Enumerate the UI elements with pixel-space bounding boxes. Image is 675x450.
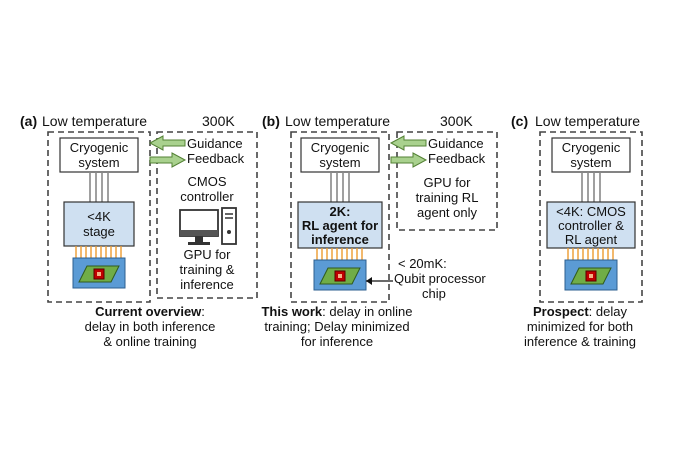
panel-b-caption-rest: : delay in online xyxy=(322,304,412,319)
panel-b-caption-line3: for inference xyxy=(301,334,373,349)
panel-a-cryogenic-line2: system xyxy=(78,155,119,170)
panel-b-room-temp-region xyxy=(396,131,498,231)
panel-a-gpu-line3: inference xyxy=(180,277,233,292)
panel-b-stage-line2: RL agent for xyxy=(302,218,378,233)
panel-a-stage-line2: stage xyxy=(83,224,115,239)
panel-b-caption-line2: training; Delay minimized xyxy=(264,319,409,334)
panel-a-low-temp-label: Low temperature xyxy=(42,113,147,129)
panel-a-wire-bundle xyxy=(89,171,109,203)
panel-a-cryogenic-line1: Cryogenic xyxy=(70,140,129,155)
panel-b-temp-label: < 20mK: xyxy=(398,256,447,271)
panel-b-gpu-line2: training RL xyxy=(416,190,479,205)
panel-c-caption-bold: Prospect xyxy=(533,304,589,319)
panel-b-gpu-line3: agent only xyxy=(417,205,477,220)
panel-a-chip-wires xyxy=(75,245,122,259)
panel-b-cryogenic-line1: Cryogenic xyxy=(311,140,370,155)
panel-a-cryogenic-box xyxy=(59,137,139,173)
panel-b-chip xyxy=(313,259,367,291)
panel-b-chip-label-line1: Qubit processor xyxy=(394,271,486,286)
panel-b-stage-line3: inference xyxy=(311,232,369,247)
panel-c-wire-bundle xyxy=(581,171,601,203)
panel-c-low-temp-region xyxy=(539,131,643,303)
panel-c-letter: (c) xyxy=(511,113,528,129)
panel-c-stage-line3: RL agent xyxy=(565,232,618,247)
panel-a-guidance-label: Guidance xyxy=(187,136,243,151)
panel-b-chip-pointer-head xyxy=(366,277,372,285)
panel-b-feedback-arrow xyxy=(390,152,428,168)
panel-b-room-temp-label: 300K xyxy=(440,113,473,129)
panel-c-caption-rest: : delay xyxy=(589,304,628,319)
panel-c-cryogenic-line1: Cryogenic xyxy=(562,140,621,155)
panel-b-chip-wires xyxy=(316,247,363,261)
panel-b-gpu-line1: GPU for xyxy=(424,175,472,190)
panel-c-stage-line1: <4K: CMOS xyxy=(556,204,626,219)
panel-b-letter: (b) xyxy=(262,113,280,129)
panel-c: (c) Low temperature Cryogenic system <4K… xyxy=(511,113,643,349)
panel-b-cryogenic-box xyxy=(300,137,380,173)
computer-icon xyxy=(179,207,237,245)
panel-a-feedback-arrow xyxy=(149,152,187,168)
panel-c-stage-box xyxy=(546,201,636,249)
panel-a-caption-line1: Current overview: xyxy=(95,304,205,319)
panel-b-caption-bold: This work xyxy=(261,304,322,319)
panel-c-chip xyxy=(564,259,618,291)
panel-c-cryogenic-line2: system xyxy=(570,155,611,170)
panel-a: (a) Low temperature 300K Cryogenic syste… xyxy=(20,113,258,349)
panel-a-caption-bold: Current overview xyxy=(95,304,202,319)
panel-a-caption-rest: : xyxy=(201,304,205,319)
panel-c-stage-line2: controller & xyxy=(558,218,624,233)
panel-b-cryogenic-line2: system xyxy=(319,155,360,170)
panel-b-caption-line1: This work: delay in online xyxy=(261,304,412,319)
panel-c-low-temp-label: Low temperature xyxy=(535,113,640,129)
panel-b-low-temp-label: Low temperature xyxy=(285,113,390,129)
panel-a-letter: (a) xyxy=(20,113,37,129)
panel-b-stage-box xyxy=(297,201,383,249)
panel-a-feedback-label: Feedback xyxy=(187,151,245,166)
panel-a-low-temp-region xyxy=(47,131,151,303)
panel-a-caption-line2: delay in both inference xyxy=(85,319,216,334)
panel-a-controller-line2: controller xyxy=(180,189,234,204)
panel-c-chip-wires xyxy=(567,247,614,261)
panel-c-caption-line2: minimized for both xyxy=(527,319,633,334)
panel-a-caption-line3: & online training xyxy=(103,334,196,349)
panel-a-gpu-line2: training & xyxy=(180,262,235,277)
panel-b-low-temp-region xyxy=(290,131,390,303)
panel-b: (b) Low temperature 300K Cryogenic syste… xyxy=(261,113,498,349)
panel-a-gpu-line1: GPU for xyxy=(184,247,232,262)
panel-c-caption-line1: Prospect: delay xyxy=(533,304,627,319)
panel-a-stage-line1: <4K xyxy=(87,209,111,224)
panel-b-feedback-label: Feedback xyxy=(428,151,486,166)
panel-b-wire-bundle xyxy=(330,171,350,203)
panel-b-guidance-label: Guidance xyxy=(428,136,484,151)
panel-a-chip xyxy=(72,257,126,289)
panel-b-chip-label-line2: chip xyxy=(422,286,446,301)
panel-a-room-temp-region xyxy=(156,131,258,299)
panel-b-stage-line1: 2K: xyxy=(330,204,351,219)
panel-b-guidance-arrow xyxy=(389,135,427,151)
panel-a-guidance-arrow xyxy=(148,135,186,151)
panel-a-room-temp-label: 300K xyxy=(202,113,235,129)
panel-c-cryogenic-box xyxy=(551,137,631,173)
panel-c-caption-line3: inference & training xyxy=(524,334,636,349)
panel-a-stage-box xyxy=(63,201,135,247)
panel-a-controller-line1: CMOS xyxy=(188,174,227,189)
